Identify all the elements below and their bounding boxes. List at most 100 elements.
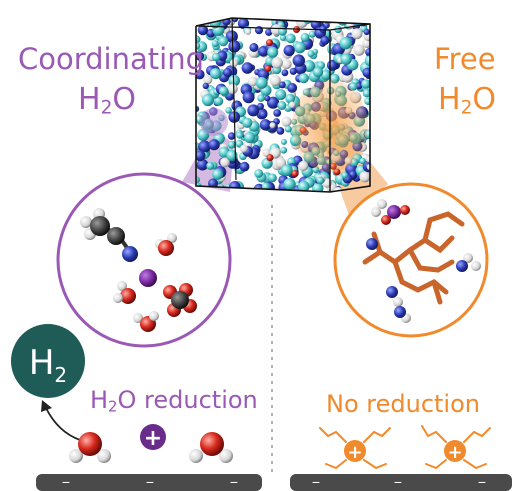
box-atom	[203, 75, 213, 85]
h2o-right-o: O	[472, 82, 497, 117]
box-atom	[280, 138, 287, 145]
box-atom	[248, 76, 258, 87]
box-atom	[281, 59, 292, 70]
box-atom-oxygen	[266, 154, 274, 162]
free-zoom-circle	[333, 182, 489, 338]
box-atom	[271, 57, 283, 69]
box-atom	[214, 96, 224, 106]
box-atom	[361, 79, 370, 89]
free-cation-right: +	[421, 425, 491, 470]
box-atom	[280, 146, 288, 154]
box-atom	[204, 18, 215, 22]
box-atom	[281, 69, 289, 77]
box-atom	[212, 52, 221, 62]
left-electrode	[36, 474, 262, 491]
box-atom	[218, 36, 229, 47]
box-atom	[257, 94, 265, 102]
box-atom	[288, 101, 296, 109]
box-atom	[341, 171, 349, 179]
box-atom	[196, 150, 206, 162]
free-cation-left: +	[319, 427, 391, 470]
box-atom	[279, 34, 287, 41]
h2o-left-sub: 2	[100, 97, 113, 119]
box-atom-oxygen	[266, 39, 273, 47]
box-atom	[294, 41, 306, 54]
box-atom	[211, 40, 219, 48]
box-atom	[320, 35, 330, 45]
box-atom	[280, 164, 293, 177]
svg-text:+: +	[347, 442, 362, 463]
box-atom	[362, 89, 370, 98]
reduction-rest: O reduction	[117, 386, 258, 414]
box-atom	[276, 126, 285, 135]
box-atom	[197, 24, 209, 36]
box-atom	[351, 28, 363, 40]
box-atom	[365, 48, 370, 56]
box-atom	[208, 139, 220, 151]
box-atom	[283, 178, 296, 191]
box-atom	[353, 44, 365, 56]
box-atom	[281, 116, 292, 127]
box-atom	[196, 158, 209, 171]
reduction-sub: 2	[108, 397, 118, 416]
box-atom	[298, 160, 309, 171]
box-atom	[320, 69, 331, 81]
box-atom	[283, 44, 295, 57]
reduction-h: H	[90, 386, 109, 414]
right-electrode	[290, 474, 512, 491]
box-atom	[240, 144, 248, 153]
box-atom	[210, 68, 222, 80]
h2o-left-o: O	[112, 82, 137, 117]
right-electrode-charge-1: −	[312, 474, 320, 490]
box-atom	[295, 18, 305, 21]
simulation-box	[195, 17, 371, 193]
box-edge-back	[231, 17, 237, 181]
box-atom	[269, 122, 276, 129]
box-atom	[297, 180, 310, 192]
box-atom	[339, 37, 352, 50]
box-atom	[362, 67, 370, 78]
right-electrode-charge-3: −	[478, 474, 486, 490]
box-atom	[229, 58, 239, 68]
left-electrode-charge-2: −	[146, 474, 154, 490]
box-atom	[241, 62, 254, 74]
box-atom	[264, 95, 271, 102]
box-edge-top	[195, 25, 331, 31]
box-atom	[227, 140, 236, 149]
right-electrode-charge-2: −	[394, 474, 402, 490]
box-atom	[220, 157, 230, 168]
box-atom	[237, 18, 250, 29]
box-atom	[273, 109, 282, 117]
box-atom	[244, 28, 252, 35]
coordinating-cation: +	[140, 424, 166, 451]
h2o-right-h: H	[438, 82, 461, 117]
box-atom	[363, 28, 370, 36]
left-electrode-charge-1: −	[62, 474, 70, 490]
box-atom	[292, 54, 305, 67]
h2o-left-h: H	[78, 82, 101, 117]
box-atom	[303, 18, 313, 24]
box-atom	[228, 74, 240, 87]
coordinating-water-region	[200, 108, 228, 136]
box-atom	[308, 30, 316, 38]
box-atom	[202, 82, 209, 90]
box-atom	[353, 18, 366, 24]
svg-text:+: +	[447, 442, 462, 463]
coordinating-h2o-label: H2O	[78, 82, 136, 119]
box-atom	[307, 50, 315, 58]
box-atom	[226, 149, 238, 162]
box-atom	[244, 132, 256, 143]
box-atom-oxygen	[264, 65, 272, 72]
coordinating-molecules	[80, 208, 197, 332]
box-atom	[223, 68, 232, 77]
h2-product-circle	[11, 324, 85, 398]
box-atom	[236, 131, 244, 139]
box-atom	[285, 33, 296, 44]
h2o-right-sub: 2	[460, 97, 473, 119]
box-atom	[334, 25, 342, 34]
box-atom	[259, 110, 268, 119]
box-edge-top-right	[329, 23, 371, 31]
box-atom	[227, 132, 236, 140]
h2o-reduction-label: H2O reduction	[90, 386, 258, 416]
